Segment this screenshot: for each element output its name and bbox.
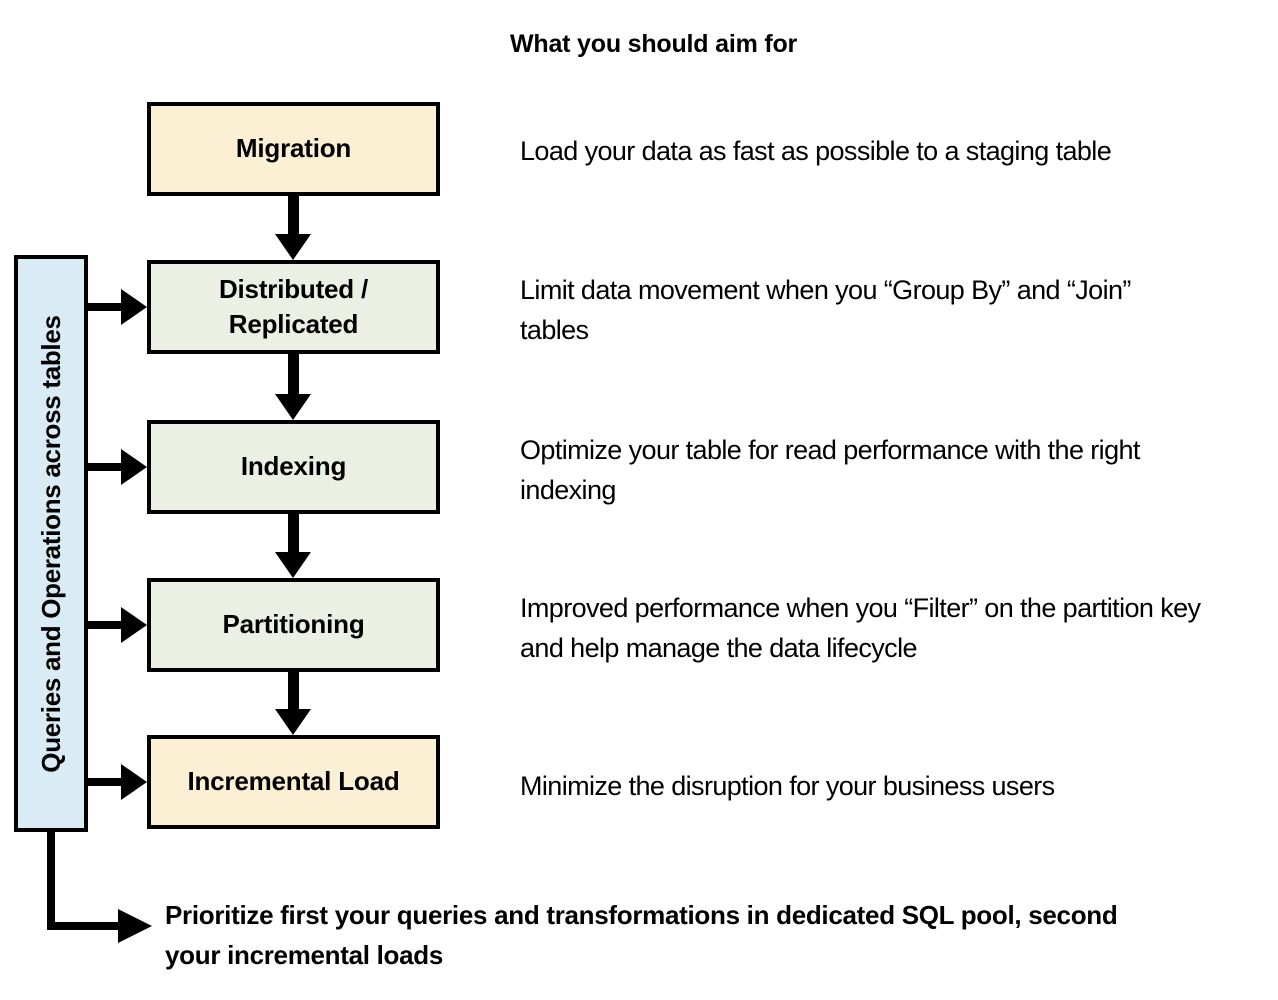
arrow-right-icon	[88, 607, 147, 643]
flow-box-distributed-replicated: Distributed / Replicated	[147, 260, 440, 354]
queries-operations-label: Queries and Operations across tables	[35, 314, 66, 773]
elbow-arrow-vertical-segment	[47, 830, 55, 930]
arrow-head	[275, 234, 311, 260]
arrow-right-icon	[88, 764, 147, 800]
arrow-shaft	[88, 463, 121, 471]
arrow-right-icon	[88, 449, 147, 485]
arrow-head	[121, 289, 147, 325]
arrow-shaft	[88, 778, 121, 786]
arrow-down-icon	[275, 354, 312, 420]
elbow-arrow-horizontal-segment	[47, 922, 118, 930]
arrow-shaft	[288, 514, 299, 553]
flow-box-partitioning: Partitioning	[147, 578, 440, 672]
arrow-shaft	[288, 196, 299, 235]
footer-note: Prioritize first your queries and transf…	[165, 900, 1118, 970]
arrow-shaft	[88, 303, 121, 311]
arrow-down-icon	[275, 514, 312, 578]
step-description-partitioning: Improved performance when you “Filter” o…	[520, 593, 1201, 663]
arrow-head	[121, 449, 147, 485]
arrow-head	[121, 764, 147, 800]
flow-box-incremental-load: Incremental Load	[147, 735, 440, 829]
arrow-shaft	[288, 672, 299, 710]
arrow-shaft	[288, 354, 299, 395]
arrow-head	[275, 394, 311, 420]
step-description-distributed-replicated: Limit data movement when you “Group By” …	[520, 275, 1131, 345]
step-description-incremental-load: Minimize the disruption for your busines…	[520, 771, 1055, 801]
step-description-indexing: Optimize your table for read performance…	[520, 435, 1140, 505]
flow-box-indexing: Indexing	[147, 420, 440, 514]
flow-box-migration: Migration	[147, 102, 440, 196]
arrow-head	[275, 552, 311, 578]
arrow-head	[118, 909, 152, 943]
arrow-down-icon	[275, 672, 312, 735]
diagram-title: What you should aim for	[510, 30, 798, 58]
queries-operations-band: Queries and Operations across tables	[14, 255, 88, 832]
step-description-migration: Load your data as fast as possible to a …	[520, 136, 1112, 166]
arrow-head	[121, 607, 147, 643]
arrow-right-icon	[88, 289, 147, 325]
arrow-head	[275, 709, 311, 735]
arrow-down-icon	[275, 196, 312, 260]
arrow-shaft	[88, 621, 121, 629]
